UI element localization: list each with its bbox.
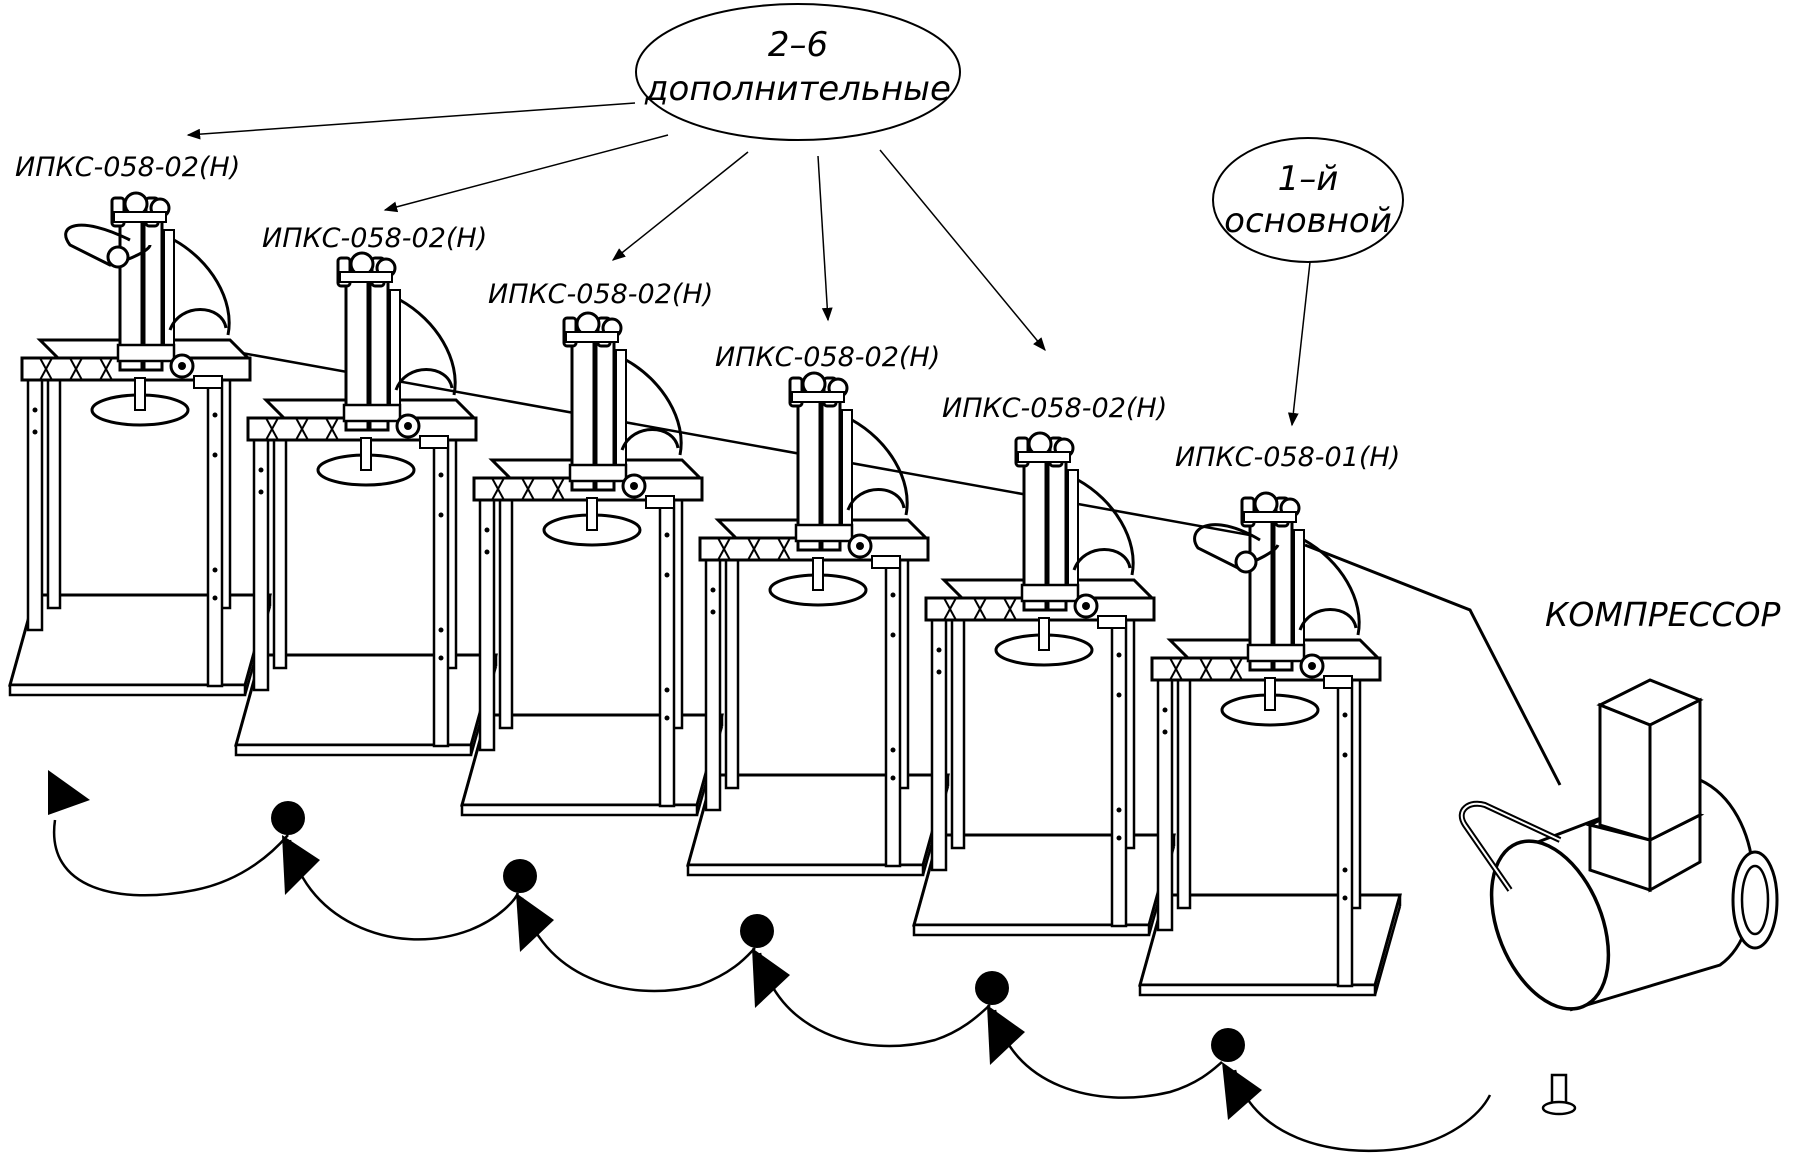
chain-dot-5 xyxy=(1211,1028,1245,1062)
bubble-main-line2: основной xyxy=(1224,201,1392,241)
chain-arrow-5 xyxy=(987,1005,1025,1065)
chain-dot-3 xyxy=(740,914,774,948)
bubble-additional-line2: дополнительные xyxy=(644,69,951,109)
chain-dot-1 xyxy=(271,801,305,835)
compressor-label: КОМПРЕССОР xyxy=(1545,595,1780,634)
chain-arrow-6 xyxy=(1222,1062,1262,1120)
pump-station-4 xyxy=(686,371,950,877)
unit-label-6: ИПКС-058-01(Н) xyxy=(1175,442,1400,473)
unit-label-1: ИПКС-058-02(Н) xyxy=(15,152,240,183)
pump-station-2 xyxy=(234,251,498,757)
unit-label-2: ИПКС-058-02(Н) xyxy=(262,223,487,254)
chain-arrow-3 xyxy=(516,893,554,952)
connection-chain xyxy=(48,770,1492,1153)
chain-dot-2 xyxy=(503,859,537,893)
pump-station-5 xyxy=(912,431,1176,937)
chain-arrow-2 xyxy=(282,835,320,895)
unit-label-3: ИПКС-058-02(Н) xyxy=(488,279,713,310)
unit-label-4: ИПКС-058-02(Н) xyxy=(715,342,940,373)
pump-station-3 xyxy=(460,311,724,817)
pump-station-1 xyxy=(8,191,272,697)
bubble-additional-line1: 2–6 xyxy=(768,25,828,65)
unit-label-5: ИПКС-058-02(Н) xyxy=(942,393,1167,424)
pointer-arrows xyxy=(186,102,1311,427)
bubble-main-line1: 1–й xyxy=(1278,159,1339,199)
bubble-additional xyxy=(635,3,961,141)
compressor-feed-line xyxy=(1304,543,1562,786)
station-6-air-loop xyxy=(1193,523,1280,570)
compressor-drawing xyxy=(1458,678,1779,1116)
chain-dot-4 xyxy=(975,971,1009,1005)
chain-arrow-4 xyxy=(752,948,790,1008)
chain-arrow-1 xyxy=(48,770,90,815)
bubble-main xyxy=(1212,137,1404,263)
station-1-air-loop xyxy=(64,223,152,267)
